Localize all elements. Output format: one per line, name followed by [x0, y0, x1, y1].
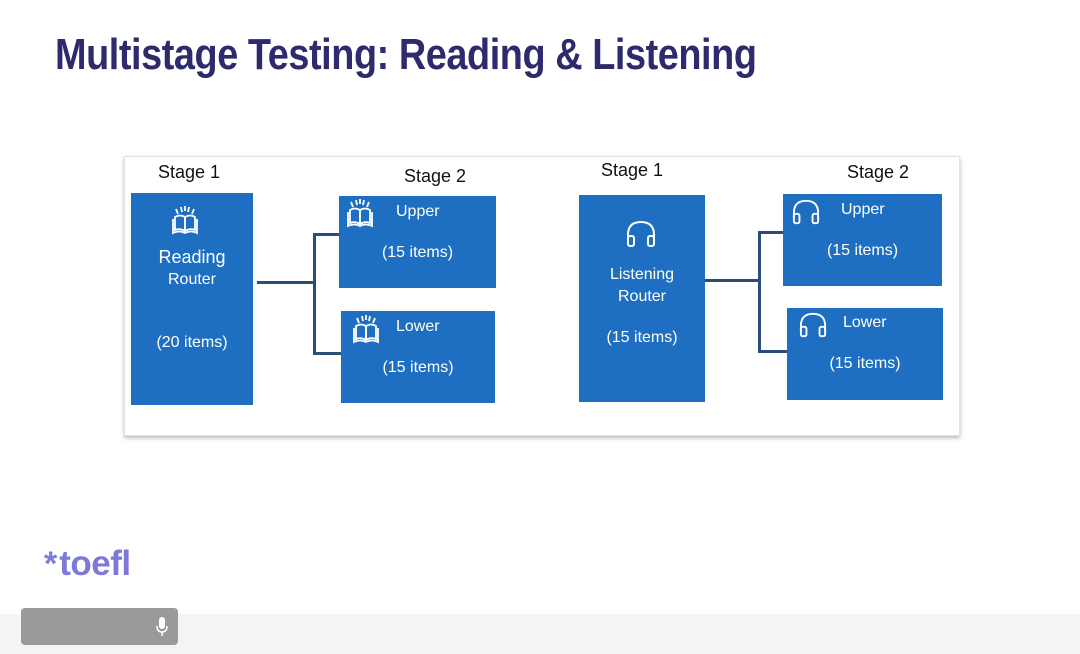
listening-lower-box: Lower (15 items) [787, 308, 943, 400]
reading-upper-label: Upper [396, 203, 440, 220]
listening-connector-lower [758, 350, 787, 353]
reading-connector-lower [313, 352, 341, 355]
reading-router-title: Reading [158, 247, 226, 267]
bottom-toolbar [0, 614, 1080, 654]
open-book-icon [347, 199, 373, 228]
reading-router-items: (20 items) [156, 334, 228, 351]
reading-stage-2-label: Stage 2 [404, 166, 467, 186]
reading-upper-items: (15 items) [381, 244, 454, 261]
microphone-icon[interactable] [155, 616, 169, 638]
listening-connector-upper [758, 231, 783, 234]
listening-upper-box: Upper (15 items) [783, 194, 942, 286]
open-book-icon [172, 206, 198, 235]
listening-router-items: (15 items) [606, 329, 678, 346]
reading-connector-horizontal [257, 281, 313, 284]
logo-wordmark: toefl [59, 544, 131, 583]
reading-lower-items: (15 items) [382, 359, 454, 376]
headphones-icon [627, 220, 655, 247]
listening-router-subtitle: Router [617, 288, 667, 305]
listening-router-box: Listening Router (15 items) [579, 195, 705, 402]
reading-upper-box: Upper (15 items) [339, 196, 496, 288]
listening-lower-items: (15 items) [829, 355, 901, 372]
reading-stage-1-label: Stage 1 [158, 162, 221, 182]
listening-upper-label: Upper [841, 201, 885, 218]
listening-stage-2-label: Stage 2 [847, 162, 910, 182]
reading-connector-vertical [313, 233, 316, 355]
listening-lower-label: Lower [843, 314, 887, 331]
listening-connector-vertical [758, 231, 761, 353]
listening-connector-horizontal [705, 279, 760, 282]
listening-upper-items: (15 items) [826, 242, 899, 259]
logo-asterisk: * [44, 545, 58, 583]
reading-lower-box: Lower (15 items) [341, 311, 495, 403]
slide-title: Multistage Testing: Reading & Listening [55, 30, 757, 79]
headphones-icon [799, 312, 827, 338]
listening-stage-1-label: Stage 1 [601, 160, 664, 180]
reading-connector-upper [313, 233, 339, 236]
reading-router-box: Reading Router (20 items) [131, 193, 253, 405]
toefl-logo: * toefl [44, 546, 131, 581]
headphones-icon [792, 199, 820, 225]
reading-router-subtitle: Router [167, 271, 217, 288]
listening-router-title: Listening [609, 266, 675, 283]
audio-control-bar[interactable] [21, 608, 178, 645]
reading-lower-label: Lower [396, 318, 440, 335]
open-book-icon [353, 315, 379, 344]
